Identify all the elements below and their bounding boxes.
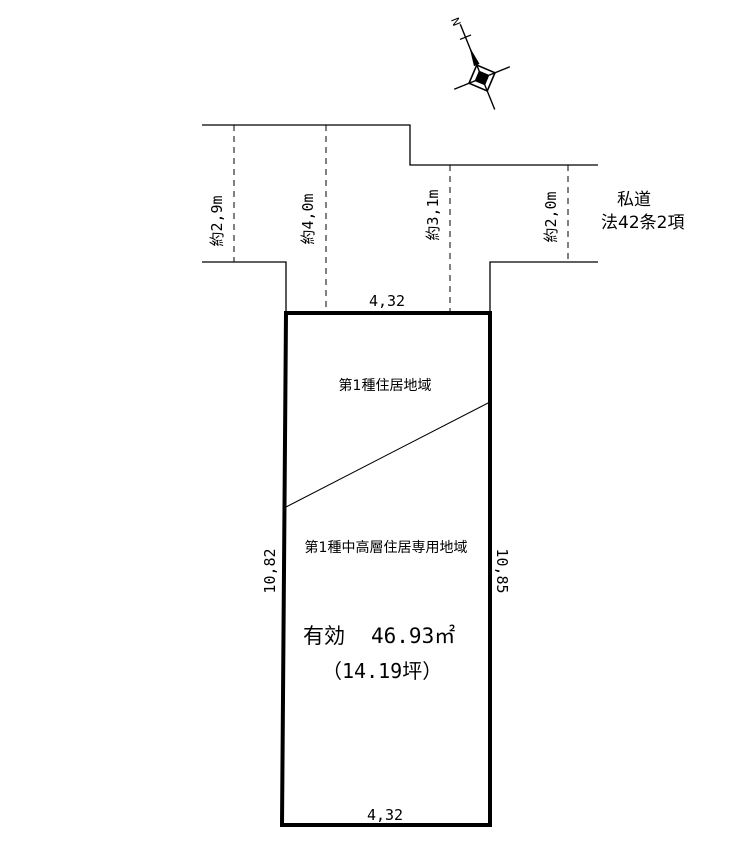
north-arrow-icon: N [448,16,511,110]
road-upper-edge [202,124,598,166]
frontage-bottom-label: 4,32 [367,806,403,824]
zoning-boundary-line [285,401,491,508]
road-width-lines [233,125,569,313]
road-legal-label: 法42条2項 [601,213,684,233]
road-width-label-3: 約3,1m [424,189,442,240]
frontage-top-label: 4,32 [369,292,405,310]
area-value: 46.93㎡ [371,624,455,648]
road-width-label-1: 約2,9m [208,195,226,246]
side-left-label: 10,82 [261,548,279,593]
road-lower-edge-left [202,261,287,313]
area-tsubo: （14.19坪） [322,659,442,683]
road-type-label: 私道 [617,190,651,210]
zone-lower-label: 第1種中高層住居専用地域 [305,539,468,556]
road-width-label-4: 約2,0m [542,191,560,242]
road-width-label-2: 約4,0m [299,193,317,244]
road-lower-edge-right [489,261,598,313]
private-road [202,124,598,313]
side-right-label: 10,85 [493,548,511,593]
zone-upper-label: 第1種住居地域 [339,377,432,394]
area-label: 有効 [303,624,345,648]
lot-boundary [279,311,492,827]
